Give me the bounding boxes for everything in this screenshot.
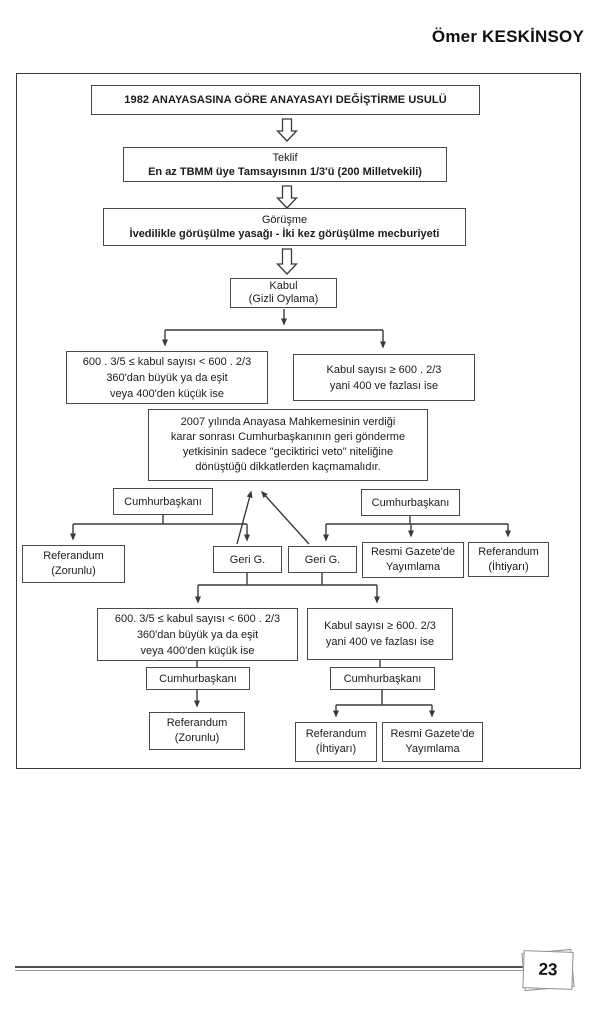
referandum-sublabel: (İhtiyarı)	[488, 560, 529, 573]
page-number: 23	[538, 959, 558, 980]
note-line: 2007 yılında Anayasa Mahkemesinin verdiğ…	[180, 416, 396, 428]
node-lower-right-condition: Kabul sayısı ≥ 600. 2/3 yani 400 ve fazl…	[307, 608, 453, 660]
node-2007-note: 2007 yılında Anayasa Mahkemesinin verdiğ…	[148, 409, 428, 481]
kabul-line1: Kabul	[269, 280, 298, 292]
node-referandum-ihtiyari-bottom: Referandum (İhtiyarı)	[295, 722, 377, 762]
condition-line: yani 400 ve fazlası ise	[325, 636, 435, 648]
node-referandum-ihtiyari-mid: Referandum (İhtiyarı)	[468, 542, 549, 577]
president-label: Cumhurbaşkanı	[159, 672, 237, 685]
condition-line: 360'dan büyük ya da eşit	[136, 628, 259, 641]
president-label: Cumhurbaşkanı	[371, 496, 450, 509]
node-geri-gonderme-2: Geri G.	[288, 546, 357, 573]
main-title-text: 1982 ANAYASASINA GÖRE ANAYASAYI DEĞİŞTİR…	[124, 94, 447, 106]
node-referandum-zorunlu-mid: Referandum (Zorunlu)	[22, 545, 125, 583]
note-line: yetkisinin sadece "geciktirici veto" nit…	[182, 446, 394, 458]
node-president-left: Cumhurbaşkanı	[113, 488, 213, 515]
resmi-gazete-label: Resmi Gazete'de	[390, 728, 475, 740]
teklif-detail: En az TBMM üye Tamsayısının 1/3'ü (200 M…	[148, 165, 422, 178]
president-label: Cumhurbaşkanı	[124, 495, 202, 508]
gorusme-detail: İvedilikle görüşülme yasağı - İki kez gö…	[129, 228, 440, 240]
referandum-label: Referandum	[43, 550, 104, 562]
condition-line: Kabul sayısı ≥ 600 . 2/3	[326, 363, 442, 376]
referandum-label: Referandum	[478, 545, 539, 558]
node-gorusme: Görüşme İvedilikle görüşülme yasağı - İk…	[103, 208, 466, 246]
node-kabul: Kabul (Gizli Oylama)	[230, 278, 337, 308]
condition-line: Kabul sayısı ≥ 600. 2/3	[324, 620, 436, 632]
condition-line: veya 400'den küçük ise	[140, 644, 255, 657]
author-name: Ömer KESKİNSOY	[431, 27, 584, 46]
condition-line: yani 400 ve fazlası ise	[329, 379, 439, 392]
footer-rule	[15, 966, 523, 971]
node-upper-left-condition: 600 . 3/5 ≤ kabul sayısı < 600 . 2/3 360…	[66, 351, 268, 404]
node-upper-right-condition: Kabul sayısı ≥ 600 . 2/3 yani 400 ve faz…	[293, 354, 475, 401]
geri-gonderme-label: Geri G.	[229, 553, 266, 566]
condition-line: 360'dan büyük ya da eşit	[106, 371, 228, 384]
node-geri-gonderme-1: Geri G.	[213, 546, 282, 573]
node-main-title: 1982 ANAYASASINA GÖRE ANAYASAYI DEĞİŞTİR…	[91, 85, 480, 115]
resmi-gazete-sublabel: Yayımlama	[405, 743, 460, 755]
teklif-heading: Teklif	[272, 151, 298, 164]
badge-front-sheet: 23	[522, 950, 574, 990]
node-president-lower-right: Cumhurbaşkanı	[330, 667, 435, 690]
referandum-sublabel: (Zorunlu)	[174, 732, 220, 744]
gorusme-heading: Görüşme	[261, 214, 308, 226]
referandum-sublabel: (İhtiyarı)	[315, 743, 357, 755]
condition-line: veya 400'den küçük ise	[109, 387, 224, 400]
condition-line: 600. 3/5 ≤ kabul sayısı < 600 . 2/3	[114, 612, 281, 625]
referandum-label: Referandum	[305, 728, 367, 740]
resmi-gazete-label: Resmi Gazete'de	[370, 546, 456, 558]
geri-gonderme-label: Geri G.	[304, 553, 341, 566]
kabul-line2: (Gizli Oylama)	[248, 293, 319, 305]
note-line: karar sonrası Cumhurbaşkanının geri gönd…	[170, 431, 406, 443]
referandum-label: Referandum	[166, 717, 228, 729]
node-resmi-gazete-mid: Resmi Gazete'de Yayımlama	[362, 542, 464, 578]
node-president-right: Cumhurbaşkanı	[361, 489, 460, 516]
node-lower-left-condition: 600. 3/5 ≤ kabul sayısı < 600 . 2/3 360'…	[97, 608, 298, 661]
note-line: dönüştüğü dikkatlerden kaçmamalıdır.	[195, 461, 381, 473]
node-resmi-gazete-bottom: Resmi Gazete'de Yayımlama	[382, 722, 483, 762]
condition-line: 600 . 3/5 ≤ kabul sayısı < 600 . 2/3	[82, 355, 252, 368]
president-label: Cumhurbaşkanı	[343, 672, 422, 685]
node-teklif: Teklif En az TBMM üye Tamsayısının 1/3'ü…	[123, 147, 447, 182]
node-president-lower-left: Cumhurbaşkanı	[146, 667, 250, 690]
node-referandum-zorunlu-bottom: Referandum (Zorunlu)	[149, 712, 245, 750]
page-number-badge: 23	[521, 948, 575, 992]
referandum-sublabel: (Zorunlu)	[51, 565, 96, 577]
resmi-gazete-sublabel: Yayımlama	[385, 561, 441, 573]
